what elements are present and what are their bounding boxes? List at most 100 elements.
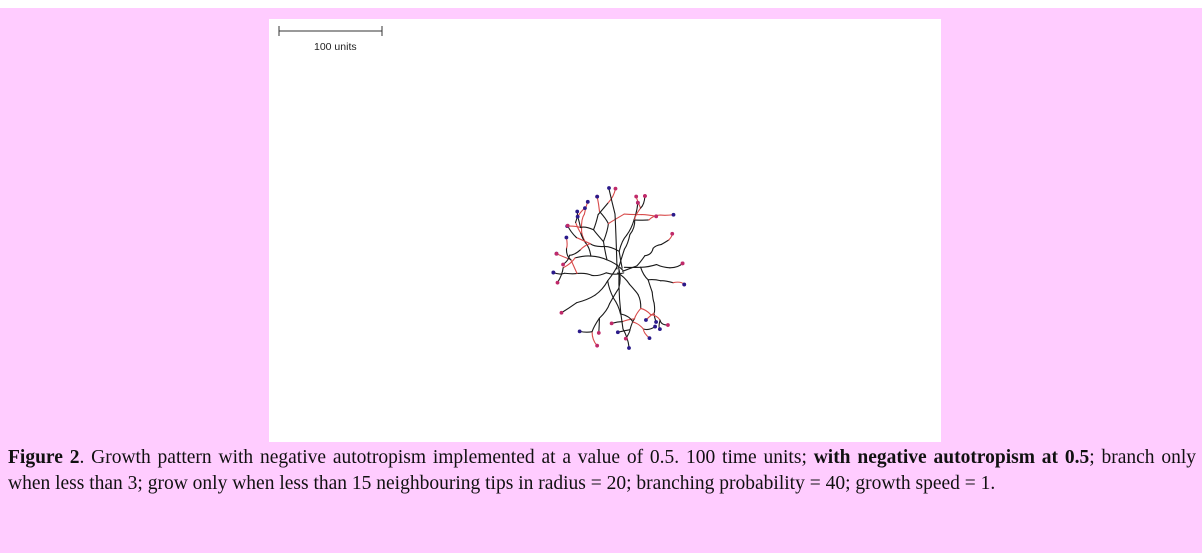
branch-segment — [607, 213, 625, 225]
branch-segment — [560, 302, 578, 314]
branch-segment — [575, 294, 596, 304]
branch-segment — [575, 237, 591, 245]
branch-tip — [583, 206, 587, 211]
branch-tip — [654, 320, 658, 324]
caption-text: . Growth pattern with negative autotropi… — [79, 447, 814, 468]
branch-segment — [569, 249, 581, 256]
branch-segment — [576, 272, 593, 276]
branch-tip — [680, 261, 685, 266]
branch-segment — [660, 239, 670, 245]
figure-caption: Figure 2. Growth pattern with negative a… — [8, 445, 1196, 496]
branch-segment — [602, 241, 608, 261]
branch-segment — [591, 272, 607, 277]
branch-segment — [603, 245, 620, 252]
branch-segment — [622, 265, 638, 272]
branch-tip — [657, 327, 662, 332]
scale-bar: 100 units — [278, 22, 386, 62]
branch-segment — [579, 232, 587, 244]
branch-segment — [628, 283, 639, 296]
branch-segment — [614, 213, 618, 270]
branch-segment — [589, 243, 605, 248]
branch-tip — [654, 214, 659, 219]
branch-segment — [562, 257, 576, 269]
branch-segment — [607, 264, 619, 282]
branch-segment — [633, 307, 642, 320]
branch-segment — [591, 317, 600, 333]
branch-segment — [636, 255, 646, 267]
branch-segment — [653, 302, 656, 314]
branch-tip — [623, 336, 628, 341]
branch-segment — [640, 195, 646, 209]
scale-bar-line — [278, 26, 383, 36]
branch-tip — [575, 214, 580, 219]
branch-tip — [653, 324, 657, 329]
branch-segment — [565, 247, 572, 261]
branch-tip — [609, 321, 614, 326]
branch-tip — [613, 186, 618, 191]
branch-segment — [621, 318, 636, 323]
branch-segment — [607, 280, 614, 299]
figure-image: 100 units — [269, 19, 941, 442]
branch-segment — [618, 250, 623, 269]
branch-segment — [640, 266, 649, 281]
branch-segment — [592, 214, 599, 231]
branch-segment — [605, 272, 625, 275]
branch-segment — [602, 223, 609, 243]
branch-segment — [606, 259, 624, 272]
branch-segment — [564, 272, 578, 275]
branch-tip — [559, 310, 564, 315]
branch-segment — [644, 247, 654, 257]
branch-tip — [643, 194, 647, 198]
branch-segment — [632, 321, 644, 330]
branch-segment — [649, 313, 661, 321]
branch-segment — [591, 331, 598, 347]
branch-segment — [619, 313, 634, 323]
branch-tip — [585, 199, 590, 204]
branch-tip — [561, 262, 565, 267]
branch-segment — [597, 202, 609, 216]
branch-segment — [660, 280, 674, 284]
branch-segment — [640, 307, 652, 316]
branch-segment — [556, 267, 564, 284]
branch-tip — [627, 346, 631, 350]
branch-tip — [634, 194, 639, 199]
caption-text-continued: ; branch only when less than 3; grow onl… — [8, 447, 1196, 494]
branching-pattern — [551, 186, 687, 350]
branch-tip — [670, 231, 675, 236]
branch-segment — [598, 303, 611, 319]
branch-segment — [651, 291, 655, 304]
branch-segment — [652, 243, 663, 249]
branch-segment — [567, 225, 577, 239]
branch-segment — [608, 188, 616, 215]
branch-tip — [555, 280, 560, 285]
branch-segment — [660, 214, 675, 216]
figure-panel: 100 units Figure 2. Growth pattern with … — [0, 8, 1202, 553]
branch-segment — [634, 207, 642, 221]
branch-segment — [640, 264, 658, 268]
branch-segment — [647, 279, 662, 282]
branch-tip — [595, 194, 600, 199]
branch-tip — [551, 270, 556, 275]
branch-segment — [669, 262, 684, 269]
branch-tip — [565, 223, 570, 228]
branch-segment — [623, 233, 631, 250]
scale-bar-label: 100 units — [314, 41, 357, 53]
branch-tip — [577, 329, 582, 334]
branch-segment — [618, 248, 625, 267]
branch-segment — [585, 242, 592, 257]
branch-segment — [618, 234, 628, 252]
branch-tip — [644, 318, 648, 322]
branch-tip — [595, 343, 600, 348]
branch-segment — [647, 279, 653, 293]
branch-segment — [592, 229, 605, 243]
branch-tip — [666, 323, 670, 327]
branch-tip — [647, 336, 652, 340]
branch-segment — [629, 218, 636, 236]
branch-tip — [635, 200, 640, 205]
branch-segment — [612, 297, 622, 315]
branch-tip — [615, 330, 620, 335]
branch-segment — [594, 280, 609, 296]
branch-tip — [671, 212, 676, 217]
branch-segment — [637, 294, 642, 309]
branch-segment — [574, 255, 592, 259]
